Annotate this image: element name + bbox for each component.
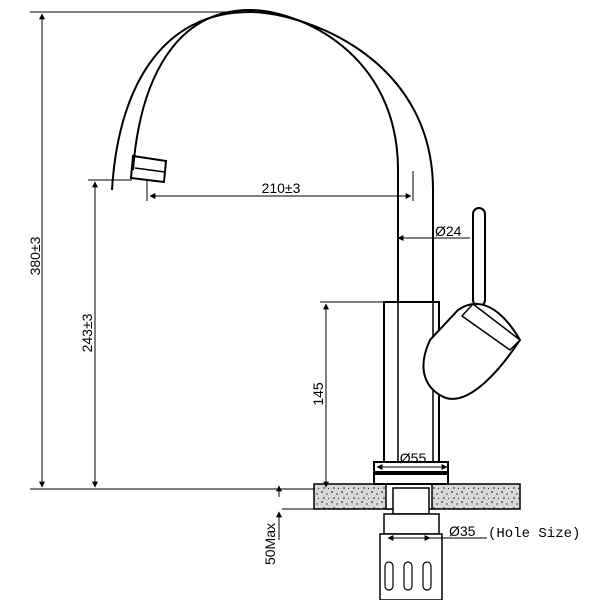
body-diameter-label: Ø55 [400,450,427,466]
handle-lever [422,207,522,400]
dimension-lines [30,11,487,541]
base-mount [373,461,449,600]
body-height-label: 145 [310,382,326,406]
spout-reach-label: 210±3 [262,180,301,196]
max-thickness-label: 50Max [262,523,278,565]
spout [111,8,434,322]
hole-diameter-label: Ø35 [449,523,476,539]
spout-height-label: 243±3 [79,313,95,352]
total-height-label: 380±3 [27,236,43,275]
spout-diameter-label: Ø24 [435,223,462,239]
hole-size-label: (Hole Size) [488,526,580,542]
dimension-labels: 380±3 243±3 210±3 Ø24 145 Ø55 Ø35 (Hole … [27,180,580,565]
